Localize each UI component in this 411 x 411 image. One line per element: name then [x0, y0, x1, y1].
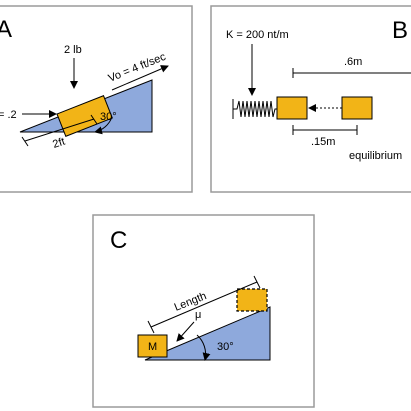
length-dimension-a: [24, 118, 95, 142]
angle-label-a: 30°: [100, 111, 117, 123]
length-tick-left: [21, 136, 29, 147]
block-b-compressed: [276, 96, 308, 120]
panel-b: B K = 200 nt/m .6m .15m equilibrium: [210, 5, 411, 193]
mass-label: M: [148, 341, 157, 353]
panel-a-letter: A: [0, 16, 12, 43]
block-c: [137, 334, 168, 358]
block-b-equilibrium: [341, 96, 373, 120]
length-tick-c-right: [253, 275, 261, 289]
panel-b-frame: [210, 5, 411, 193]
spring: [233, 100, 277, 118]
panel-b-letter: B: [392, 17, 408, 44]
panel-c: C M Length μ 30°: [92, 214, 315, 408]
spring-constant-label: K = 200 nt/m: [226, 29, 289, 41]
weight-label: 2 lb: [64, 44, 82, 56]
length-tick-right: [90, 114, 98, 125]
distance-short-label: .15m: [311, 136, 335, 148]
angle-arc-c: [196, 334, 211, 361]
mu-arrow: [176, 321, 195, 342]
distance-long-label: .6m: [344, 56, 362, 68]
velocity-arrow: [111, 65, 169, 91]
panel-a: A 2 lb Vo = 4 ft/sec = .2 30° 2ft: [0, 5, 193, 193]
panel-c-letter: C: [110, 227, 127, 254]
length-dimension-c: [150, 281, 258, 328]
equilibrium-label: equilibrium: [349, 150, 402, 162]
friction-label: = .2: [0, 109, 17, 121]
angle-arc-a: [94, 116, 113, 135]
angle-label-c: 30°: [217, 341, 234, 353]
mu-label: μ: [195, 309, 201, 321]
length-label-a: 2ft: [51, 136, 66, 151]
block-c-ghost: [236, 288, 268, 312]
length-tick-c-left: [147, 320, 155, 334]
panel-c-frame: [92, 214, 315, 408]
